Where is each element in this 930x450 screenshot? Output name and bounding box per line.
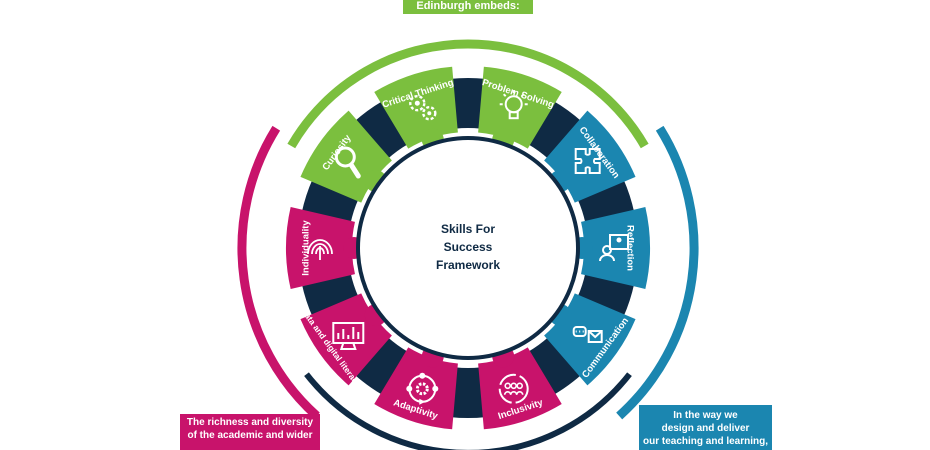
people-circle-icon — [498, 373, 529, 404]
segment-divider — [450, 367, 486, 419]
left-banner-line-2: of the academic and wider — [187, 430, 313, 441]
magenta-outer-arc — [237, 125, 320, 420]
segment-label: Reflection — [624, 225, 635, 271]
gears-icon — [409, 94, 437, 121]
outer-ring — [180, 0, 772, 450]
segment-divider — [577, 178, 635, 224]
center-title-line-2: Success — [444, 240, 493, 254]
segment-shape — [374, 66, 458, 149]
center-hub: Skills For Success Framework — [356, 136, 580, 360]
segment-inclusivity: Inclusivity — [478, 345, 562, 430]
puzzle-icon — [574, 148, 601, 174]
segment-divider — [301, 272, 359, 318]
segment-divider — [301, 178, 359, 224]
top-banner: Edinburgh embeds: — [416, 0, 520, 12]
right-banner-line-1: In the way we — [673, 410, 738, 421]
blue-outer-arc — [616, 125, 699, 420]
fingerprint-icon — [307, 239, 333, 260]
right-banner-line-2: design and deliver — [661, 423, 750, 434]
lightbulb-icon — [499, 90, 528, 120]
green-outer-arc — [287, 39, 649, 149]
video-call-icon — [599, 234, 629, 262]
segment-divider — [528, 100, 582, 159]
segment-divider — [528, 337, 582, 396]
segment-divider — [450, 77, 486, 129]
segment-divider — [577, 272, 635, 318]
segment-individuality: Individuality — [286, 207, 365, 289]
segment-adaptivity: Adaptivity — [374, 345, 458, 430]
segment-label: Individuality — [301, 220, 312, 276]
top-banner-bg — [403, 0, 533, 14]
segment-divider — [354, 100, 408, 159]
cycle-gear-icon — [406, 372, 439, 405]
left-banner-line-1: The richness and diversity — [186, 417, 314, 428]
right-banner: In the way we design and deliver our tea… — [639, 405, 772, 450]
left-banner: The richness and diversity of the academ… — [180, 414, 320, 450]
center-title-line-3: Framework — [436, 258, 500, 272]
center-title-line-1: Skills For — [441, 222, 495, 236]
segment-critical-thinking: Critical Thinking — [374, 66, 458, 151]
right-banner-bg — [639, 405, 772, 450]
left-banner-bg — [180, 414, 320, 450]
right-banner-line-3: our teaching and learning, — [642, 436, 768, 447]
navy-bottom-arc — [304, 372, 632, 450]
data-monitor-icon — [332, 322, 365, 350]
segment-shape — [374, 347, 458, 430]
segment-reflection: Reflection — [571, 207, 651, 289]
segment-divider — [354, 337, 408, 396]
chat-bubbles-icon — [572, 326, 603, 343]
magnifier-icon — [334, 146, 361, 179]
